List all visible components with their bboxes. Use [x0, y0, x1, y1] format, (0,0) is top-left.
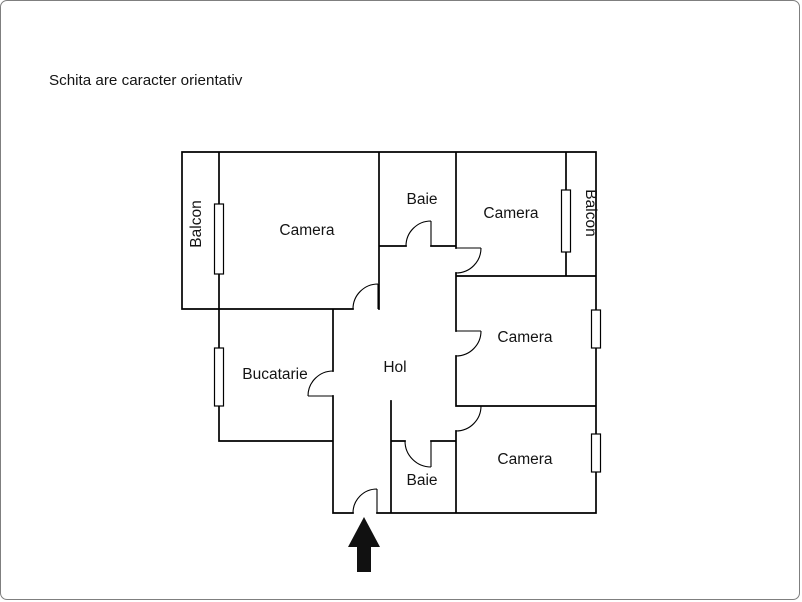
door-bucatarie: [307, 370, 334, 397]
door-baie-bottom: [404, 440, 432, 468]
room-label-baie-bottom: Baie: [406, 472, 437, 489]
entrance-arrow-icon: [348, 517, 380, 572]
door-baie-top: [405, 220, 432, 247]
door-camera-top-left: [352, 283, 379, 310]
room-label-balcon-right: Balcon: [582, 189, 599, 236]
door-camera-middle-right: [455, 330, 482, 357]
window-symbol: [590, 309, 602, 349]
window-symbol: [213, 347, 225, 407]
room-label-bucatarie: Bucatarie: [242, 366, 307, 383]
room-label-camera-top-left: Camera: [279, 222, 335, 239]
window-symbol: [590, 433, 602, 473]
room-labels: Balcon Camera Baie Camera Balcon Camera …: [188, 189, 599, 489]
window-symbol: [560, 189, 572, 253]
room-label-camera-top-right: Camera: [483, 205, 539, 222]
door-camera-bottom-right: [455, 405, 482, 432]
room-label-hol: Hol: [383, 359, 406, 376]
room-label-baie-top: Baie: [406, 191, 437, 208]
room-label-camera-middle-right: Camera: [497, 329, 553, 346]
room-label-balcon-left: Balcon: [188, 200, 205, 247]
door-entrance: [352, 488, 378, 514]
windows: [213, 189, 602, 473]
window-symbol: [213, 203, 225, 275]
room-label-camera-bottom-right: Camera: [497, 451, 553, 468]
door-arcs: [307, 220, 482, 514]
disclaimer-text: Schita are caracter orientativ: [49, 72, 243, 89]
door-camera-top-right: [455, 247, 482, 274]
